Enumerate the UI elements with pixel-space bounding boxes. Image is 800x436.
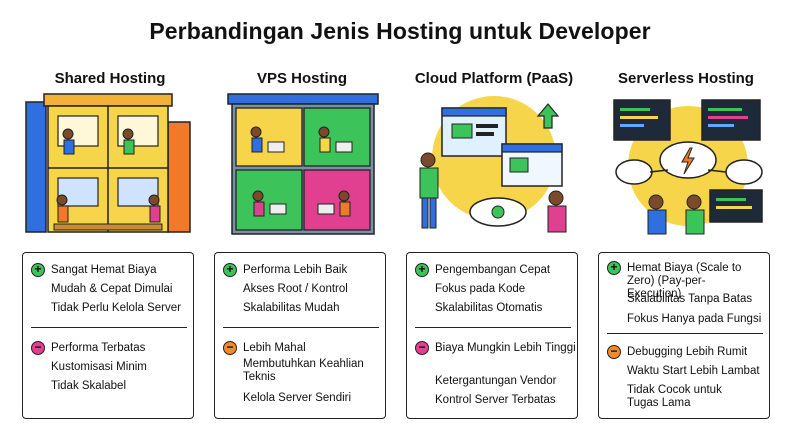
divider xyxy=(607,333,763,334)
pro-item: Skalabilitas Otomatis xyxy=(435,302,543,314)
column-title: VPS Hosting xyxy=(256,70,347,87)
con-item: Kustomisasi Minim xyxy=(51,361,147,373)
plus-icon: + xyxy=(607,261,621,275)
cloud-platform-illustration xyxy=(419,96,567,233)
pro-item: Skalabilitas Tanpa Batas xyxy=(627,293,753,305)
divider xyxy=(223,327,379,328)
minus-icon: − xyxy=(223,341,237,355)
con-item: Biaya Mungkin Lebih Tinggi xyxy=(435,342,576,354)
hosting-card: + Pengembangan Cepat Fokus pada Kode Ska… xyxy=(406,252,578,419)
divider xyxy=(31,327,187,328)
vps-hosting-illustration xyxy=(227,93,379,235)
page-title: Perbandingan Jenis Hosting untuk Develop… xyxy=(149,18,651,44)
divider xyxy=(415,327,571,328)
pro-item: Sangat Hemat Biaya xyxy=(51,264,157,276)
minus-icon: − xyxy=(415,341,429,355)
hosting-card: + Hemat Biaya (Scale to Zero) (Pay-per-E… xyxy=(598,252,770,419)
column-title: Shared Hosting xyxy=(54,70,166,87)
hosting-card: + Performa Lebih Baik Akses Root / Kontr… xyxy=(214,252,386,419)
plus-icon: + xyxy=(223,263,237,277)
pro-item: Hemat Biaya (Scale to Zero) (Pay-per-Exe… xyxy=(627,262,742,300)
plus-icon: + xyxy=(415,263,429,277)
con-item: Kelola Server Sendiri xyxy=(243,392,352,404)
minus-icon: − xyxy=(607,345,621,359)
serverless-illustration xyxy=(613,99,763,235)
con-item: Kontrol Server Terbatas xyxy=(435,394,556,406)
column-title: Serverless Hosting xyxy=(618,70,754,87)
pro-item: Mudah & Cepat Dimulai xyxy=(51,283,173,295)
pro-item: Akses Root / Kontrol xyxy=(243,283,348,295)
shared-hosting-illustration xyxy=(25,93,191,233)
con-item: Waktu Start Lebih Lambat xyxy=(627,365,760,377)
pro-item: Pengembangan Cepat xyxy=(435,264,551,276)
pro-item: Fokus Hanya pada Fungsi xyxy=(627,313,762,325)
column-title: Cloud Platform (PaaS) xyxy=(414,70,574,87)
con-item: Debugging Lebih Rumit xyxy=(627,346,748,358)
pro-item: Tidak Perlu Kelola Server xyxy=(51,302,181,314)
con-item: Tidak Skalabel xyxy=(51,380,127,392)
pro-item: Fokus pada Kode xyxy=(435,283,526,295)
hosting-card: + Sangat Hemat Biaya Mudah & Cepat Dimul… xyxy=(22,252,194,419)
plus-icon: + xyxy=(31,263,45,277)
con-item: Tidak Cocok untuk Tugas Lama xyxy=(627,384,722,409)
pro-item: Skalabilitas Mudah xyxy=(243,302,340,314)
pro-item: Performa Lebih Baik xyxy=(243,264,348,276)
con-item: Membutuhkan Keahlian Teknis xyxy=(243,358,364,383)
con-item: Ketergantungan Vendor xyxy=(435,375,557,387)
con-item: Performa Terbatas xyxy=(51,342,146,354)
con-item: Lebih Mahal xyxy=(243,342,306,354)
minus-icon: − xyxy=(31,341,45,355)
